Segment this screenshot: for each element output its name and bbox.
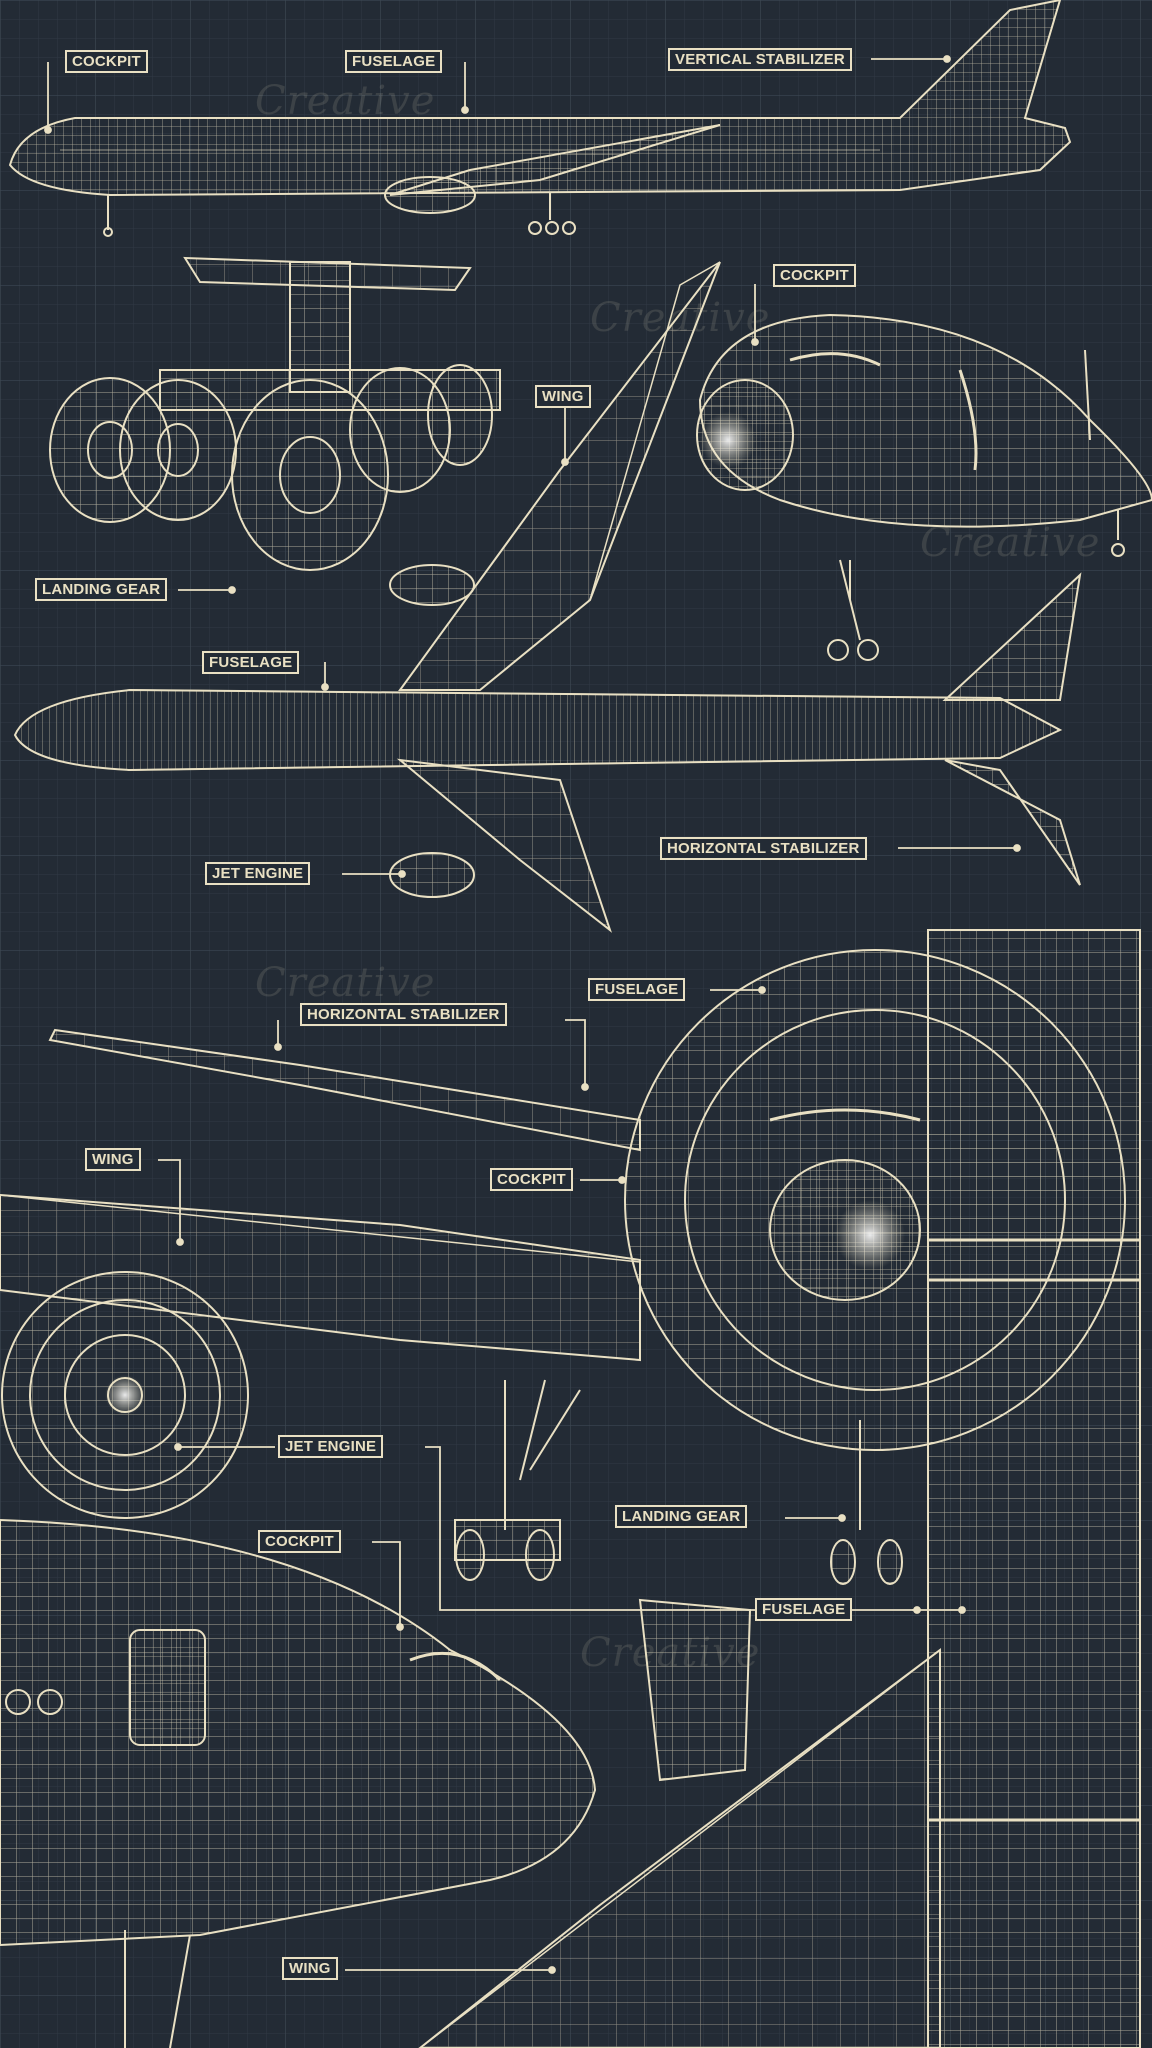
fuselage-front-closeup — [0, 929, 1141, 2048]
callout-jet-engine: JET ENGINE — [205, 862, 311, 885]
leader-lines — [44, 55, 1021, 1974]
callout-wing: WING — [85, 1148, 141, 1171]
callout-cockpit: COCKPIT — [773, 264, 856, 287]
callout-landing-gear: LANDING GEAR — [35, 578, 168, 601]
callout-cockpit: COCKPIT — [65, 50, 148, 73]
callout-fuselage: FUSELAGE — [202, 651, 300, 674]
callout-fuselage: FUSELAGE — [755, 1598, 853, 1621]
callout-fuselage: FUSELAGE — [588, 978, 686, 1001]
callout-horizontal-stabilizer: HORIZONTAL STABILIZER — [660, 837, 867, 860]
side-view-airplane — [8, 0, 1072, 237]
top-view-airplane — [13, 261, 1082, 933]
callout-cockpit: COCKPIT — [490, 1168, 573, 1191]
callout-vertical-stabilizer: VERTICAL STABILIZER — [668, 48, 852, 71]
callout-cockpit: COCKPIT — [258, 1530, 341, 1553]
callout-wing: WING — [282, 1957, 338, 1980]
nose-front-view — [696, 313, 1152, 661]
cockpit-closeup — [0, 1518, 941, 2048]
landing-gear-bogie — [49, 256, 501, 571]
callout-jet-engine: JET ENGINE — [278, 1435, 384, 1458]
callout-wing: WING — [535, 385, 591, 408]
callout-landing-gear: LANDING GEAR — [615, 1505, 748, 1528]
callout-fuselage: FUSELAGE — [345, 50, 443, 73]
callout-horizontal-stabilizer: HORIZONTAL STABILIZER — [300, 1003, 507, 1026]
